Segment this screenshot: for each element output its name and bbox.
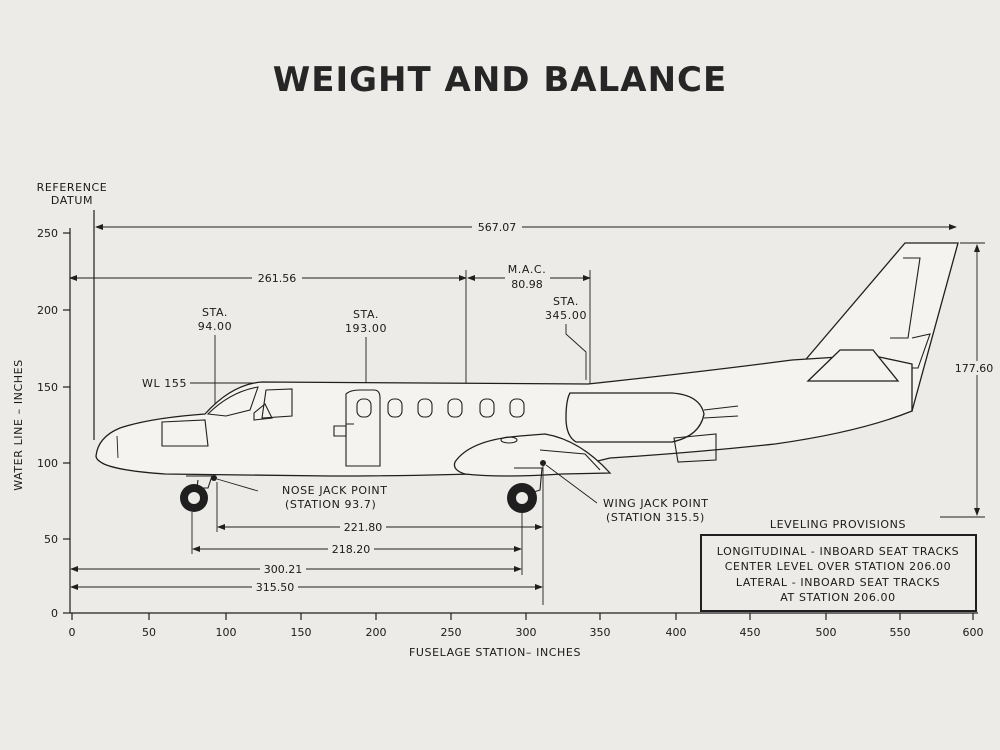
nose-jack-point-marker xyxy=(211,475,217,481)
x-tick-450: 450 xyxy=(740,626,761,639)
nose-compartment xyxy=(161,419,209,447)
cabin-windows xyxy=(356,398,525,418)
y-tick-150: 150 xyxy=(37,381,58,394)
x-tick-100: 100 xyxy=(216,626,237,639)
sta-345-value: 345.00 xyxy=(545,309,587,322)
x-tick-150: 150 xyxy=(291,626,312,639)
wing xyxy=(453,433,612,477)
leveling-line-4: AT STATION 206.00 xyxy=(780,591,895,604)
height-value: 177.60 xyxy=(955,362,994,375)
sta-94-value: 94.00 xyxy=(198,320,233,333)
airplane-profile xyxy=(95,242,959,513)
x-tick-400: 400 xyxy=(666,626,687,639)
x-tick-500: 500 xyxy=(816,626,837,639)
x-tick-600: 600 xyxy=(963,626,984,639)
sta-345-label: STA. xyxy=(553,295,579,308)
mac-value: 80.98 xyxy=(511,278,543,291)
y-tick-100: 100 xyxy=(37,457,58,470)
y-tick-0: 0 xyxy=(51,607,58,620)
dim-300-value: 300.21 xyxy=(264,563,303,576)
engine-nacelle xyxy=(565,392,705,443)
wing-jack-point-marker xyxy=(540,460,546,466)
horizontal-stabilizer xyxy=(806,349,900,382)
leveling-heading: LEVELING PROVISIONS xyxy=(770,518,906,531)
cabin-door xyxy=(345,389,381,467)
x-tick-50: 50 xyxy=(142,626,156,639)
x-tick-300: 300 xyxy=(516,626,537,639)
dim-315-value: 315.50 xyxy=(256,581,295,594)
reference-datum-label-2: DATUM xyxy=(51,194,93,207)
x-tick-550: 550 xyxy=(890,626,911,639)
reference-datum-label-1: REFERENCE xyxy=(37,181,108,194)
overall-length-value: 567.07 xyxy=(478,221,517,234)
wl-155-label: WL 155 xyxy=(142,377,187,390)
leveling-line-3: LATERAL - INBOARD SEAT TRACKS xyxy=(736,576,940,589)
x-axis-ticks xyxy=(71,613,974,620)
x-axis-title: FUSELAGE STATION– INCHES xyxy=(409,646,581,659)
windshield xyxy=(206,386,259,417)
sta-94-label: STA. xyxy=(202,306,228,319)
sta-345-leader xyxy=(565,324,587,380)
y-tick-200: 200 xyxy=(37,304,58,317)
dim-221-value: 221.80 xyxy=(344,521,383,534)
nose-jack-point-station: (STATION 93.7) xyxy=(285,498,376,511)
y-tick-250: 250 xyxy=(37,227,58,240)
fuselage xyxy=(95,354,913,477)
datum-to-mac-value: 261.56 xyxy=(258,272,297,285)
leveling-line-1: LONGITUDINAL - INBOARD SEAT TRACKS xyxy=(717,545,960,558)
leveling-box xyxy=(700,534,977,612)
y-axis-title: WATER LINE – INCHES xyxy=(12,359,25,491)
mac-label: M.A.C. xyxy=(508,263,547,276)
dim-218-value: 218.20 xyxy=(332,543,371,556)
leveling-line-2: CENTER LEVEL OVER STATION 206.00 xyxy=(725,560,951,573)
wing-jack-point-label: WING JACK POINT xyxy=(603,497,709,510)
nose-jack-point-label: NOSE JACK POINT xyxy=(282,484,388,497)
sta-193-value: 193.00 xyxy=(345,322,387,335)
nose-landing-gear xyxy=(180,475,217,512)
page-title: WEIGHT AND BALANCE xyxy=(272,60,728,100)
x-tick-250: 250 xyxy=(441,626,462,639)
x-tick-0: 0 xyxy=(69,626,76,639)
x-tick-200: 200 xyxy=(366,626,387,639)
x-tick-350: 350 xyxy=(590,626,611,639)
y-axis-ticks xyxy=(63,232,70,614)
wing-jack-point-station: (STATION 315.5) xyxy=(606,511,705,524)
main-landing-gear xyxy=(507,460,546,513)
y-tick-50: 50 xyxy=(44,533,58,546)
sta-193-label: STA. xyxy=(353,308,379,321)
